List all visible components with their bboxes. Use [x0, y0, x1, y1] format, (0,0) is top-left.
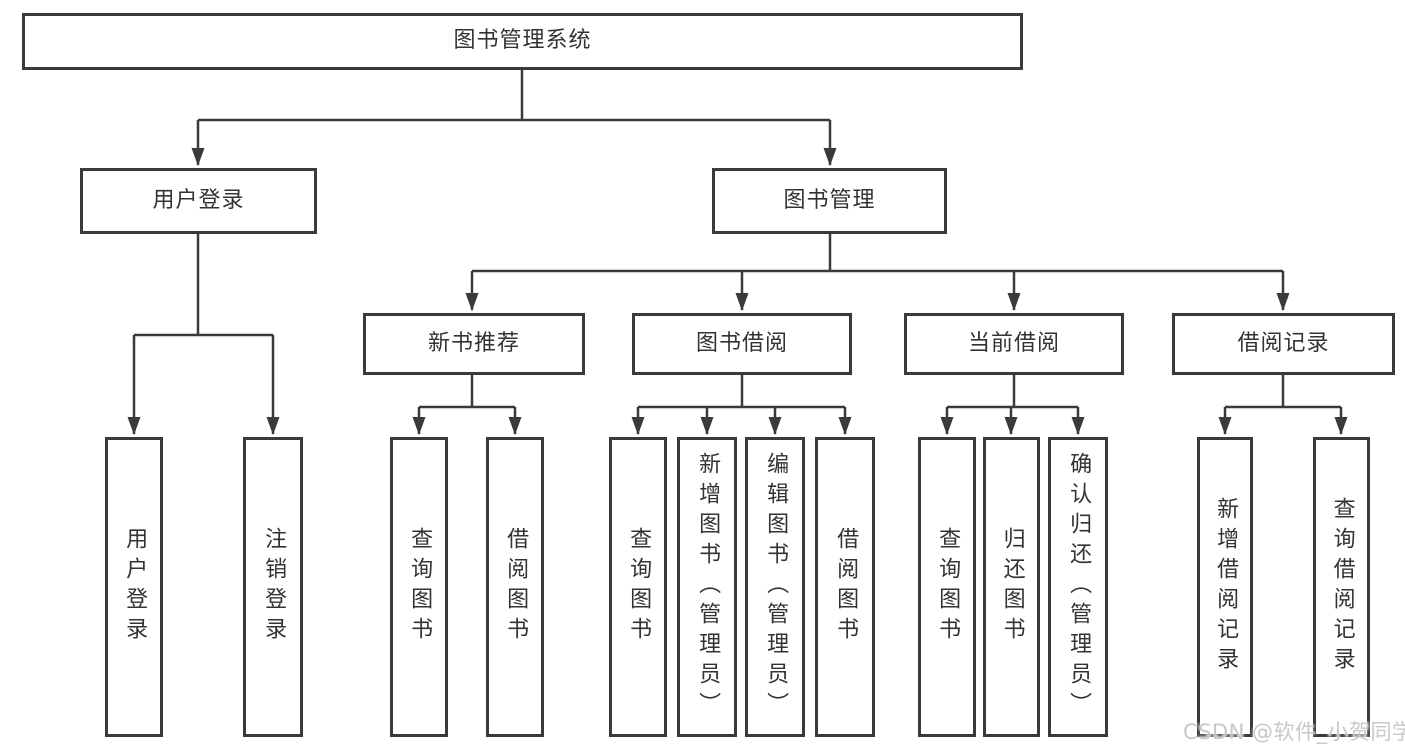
node-user-login-label: 用户登录 — [152, 187, 245, 213]
leaf-edit-book-admin-label: 编辑图书（管理员） — [763, 452, 789, 722]
leaf-borrow-book-recommend-label: 借阅图书 — [503, 527, 529, 647]
leaf-confirm-return-admin-label: 确认归还（管理员） — [1066, 452, 1092, 722]
leaf-borrow-book-label: 借阅图书 — [833, 527, 859, 647]
leaf-query-book-current: 查询图书 — [918, 437, 976, 737]
leaf-user-login-label: 用户登录 — [122, 527, 148, 647]
connector-book-management-trunk — [472, 234, 1283, 273]
leaf-confirm-return-admin: 确认归还（管理员） — [1048, 437, 1108, 737]
node-book-borrow: 图书借阅 — [632, 313, 852, 375]
node-borrow-records-label: 借阅记录 — [1237, 330, 1330, 356]
node-book-management-label: 图书管理 — [783, 187, 876, 213]
leaf-edit-book-admin: 编辑图书（管理员） — [745, 437, 805, 737]
node-user-login: 用户登录 — [80, 168, 317, 234]
connector-user-login-trunk — [134, 234, 273, 337]
leaf-query-book-borrow-label: 查询图书 — [626, 527, 652, 647]
leaf-query-book-borrow: 查询图书 — [609, 437, 667, 737]
connector-root-trunk — [198, 70, 830, 122]
leaf-add-borrow-record: 新增借阅记录 — [1197, 437, 1253, 737]
leaf-query-borrow-record-label: 查询借阅记录 — [1329, 497, 1355, 677]
connector-book-borrow-trunk — [638, 375, 845, 409]
leaf-query-book-recommend-label: 查询图书 — [407, 527, 433, 647]
leaf-add-book-admin: 新增图书（管理员） — [677, 437, 737, 737]
leaf-query-borrow-record: 查询借阅记录 — [1313, 437, 1370, 737]
node-book-borrow-label: 图书借阅 — [695, 330, 788, 356]
leaf-add-borrow-record-label: 新增借阅记录 — [1213, 497, 1239, 677]
node-new-book-recommend-label: 新书推荐 — [427, 330, 520, 356]
leaf-return-book: 归还图书 — [983, 437, 1040, 737]
leaf-query-book-recommend: 查询图书 — [390, 437, 448, 737]
node-current-borrow: 当前借阅 — [904, 313, 1124, 375]
node-library-management-system: 图书管理系统 — [22, 13, 1023, 70]
leaf-user-login: 用户登录 — [105, 437, 163, 737]
leaf-borrow-book-recommend: 借阅图书 — [486, 437, 544, 737]
leaf-logout: 注销登录 — [243, 437, 303, 737]
node-new-book-recommend: 新书推荐 — [363, 313, 585, 375]
node-book-management: 图书管理 — [712, 168, 947, 234]
connector-current-borrow-trunk — [947, 375, 1078, 409]
csdn-watermark: CSDN @软件_小贺同学 — [1183, 720, 1405, 744]
node-borrow-records: 借阅记录 — [1172, 313, 1395, 375]
leaf-logout-label: 注销登录 — [261, 527, 287, 647]
node-current-borrow-label: 当前借阅 — [967, 330, 1060, 356]
connector-new-book-trunk — [419, 375, 515, 409]
node-library-management-system-label: 图书管理系统 — [453, 28, 592, 54]
leaf-borrow-book: 借阅图书 — [815, 437, 875, 737]
connector-borrow-records-trunk — [1225, 375, 1341, 409]
leaf-return-book-label: 归还图书 — [999, 527, 1025, 647]
leaf-query-book-current-label: 查询图书 — [935, 527, 961, 647]
leaf-add-book-admin-label: 新增图书（管理员） — [695, 452, 721, 722]
